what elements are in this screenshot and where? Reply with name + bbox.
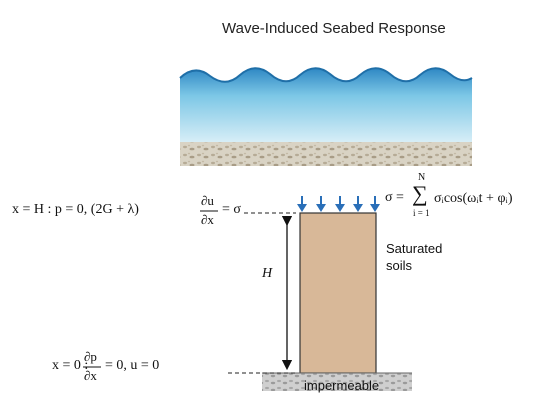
top-boundary-du: ∂u [201, 193, 214, 208]
top-boundary-dx: ∂x [201, 212, 214, 227]
load-arrow [370, 196, 380, 212]
saturated-soils-label: Saturated soils [386, 240, 466, 274]
seabed-surface [180, 142, 472, 166]
ocean-water [179, 67, 473, 146]
impermeable-label: impermeable [304, 378, 380, 393]
load-arrow [353, 196, 363, 212]
load-arrows [297, 196, 380, 212]
saturated-soils-line2: soils [386, 258, 413, 273]
load-arrow [297, 196, 307, 212]
bottom-boundary-dx: ∂x [84, 368, 97, 383]
bottom-boundary-condition-lead: x = 0 : [52, 358, 89, 373]
diagram-title: Wave-Induced Seabed Response [222, 20, 446, 37]
height-label: H [262, 266, 273, 281]
bottom-boundary-dp: ∂p [84, 349, 97, 364]
top-boundary-condition-lead: x = H : p = 0, (2G + λ) [12, 202, 139, 217]
load-sum-lower: i = 1 [413, 208, 430, 218]
soil-column [299, 212, 377, 374]
load-sum-upper: N [418, 172, 426, 183]
impermeable-base [262, 373, 412, 391]
load-arrow [316, 196, 326, 212]
bottom-boundary-rhs: = 0, u = 0 [105, 358, 160, 373]
top-boundary-rhs: = σ [222, 202, 241, 217]
load-equation-lhs: σ = [385, 190, 404, 205]
saturated-soils-line1: Saturated [386, 241, 443, 256]
load-sum-symbol: ∑ [412, 181, 428, 206]
load-arrow [335, 196, 345, 212]
load-sum-term: σᵢcos(ωᵢt + φᵢ) [434, 191, 513, 206]
